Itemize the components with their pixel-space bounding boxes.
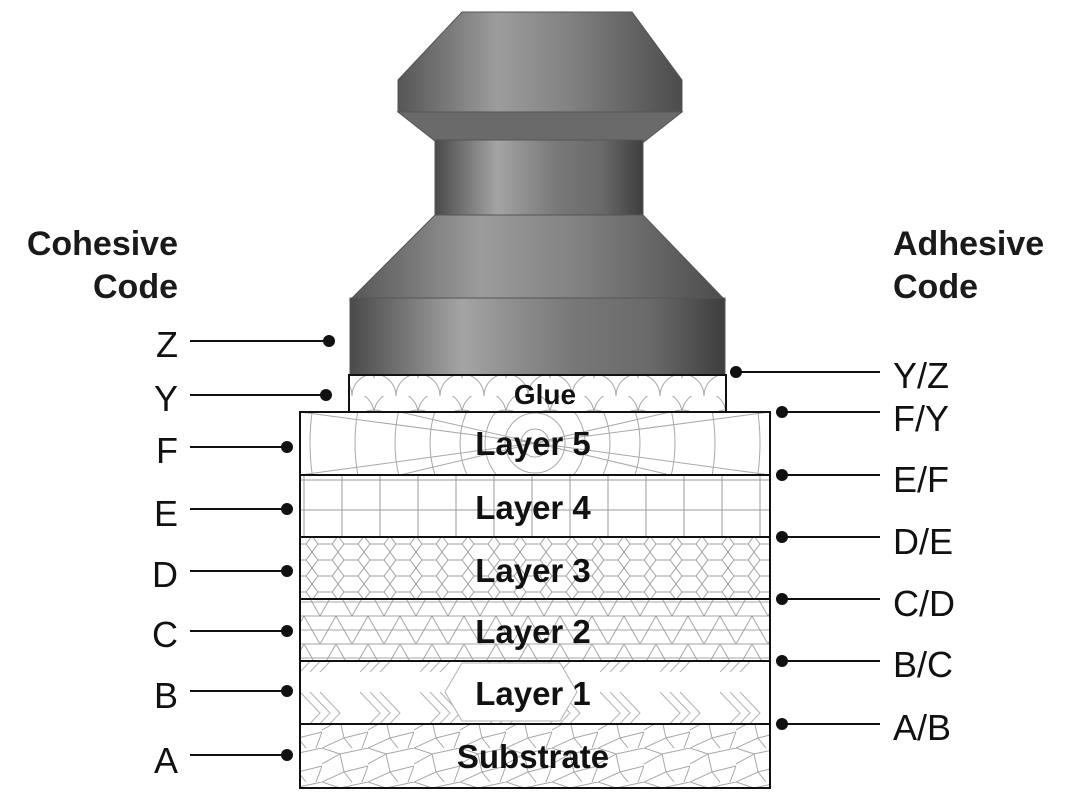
cohesive-code-c: C — [152, 614, 178, 655]
adhesive-code-e-f: E/F — [893, 459, 950, 500]
cohesive-code-y: Y — [153, 378, 178, 419]
cohesive-code-d: D — [152, 554, 178, 595]
layer-2-label: Layer 2 — [475, 613, 591, 650]
cohesive-code-f: F — [156, 430, 178, 471]
adhesive-code-y-z: Y/Z — [893, 355, 950, 396]
cohesive-code-z: Z — [156, 324, 178, 365]
layer-5: Layer 5 — [299, 411, 771, 476]
layer-1-label: Layer 1 — [475, 675, 591, 712]
layer-4: Layer 4 — [299, 474, 771, 538]
layer-3: Layer 3 — [299, 536, 771, 600]
adhesive-leaders — [730, 366, 880, 730]
adhesive-code-d-e: D/E — [893, 521, 954, 562]
substrate-layer: Substrate — [299, 723, 771, 789]
layer-1: Layer 1 — [299, 660, 771, 725]
substrate-label: Substrate — [457, 738, 609, 775]
cohesive-header-line-1: Cohesive — [26, 225, 178, 263]
cohesive-code-header: Cohesive Code — [8, 223, 178, 309]
adhesive-code-b-c: B/C — [893, 644, 954, 685]
adhesive-header-line-1: Adhesive — [893, 225, 1045, 263]
adhesive-header-line-2: Code — [893, 268, 978, 306]
pull-off-dolly — [348, 11, 727, 376]
cohesive-leaders — [190, 335, 335, 761]
layer-4-label: Layer 4 — [475, 489, 591, 526]
dolly-base — [349, 297, 726, 376]
adhesive-code-header: Adhesive Code — [893, 223, 1063, 309]
dolly-top-cone — [397, 11, 683, 113]
adhesive-code-f-y: F/Y — [893, 398, 950, 439]
dolly-base-cone — [348, 214, 727, 301]
adhesive-code-a-b: A/B — [893, 707, 952, 748]
layer-2: Layer 2 — [299, 598, 771, 662]
adhesive-code-c-d: C/D — [893, 583, 955, 624]
cohesive-code-e: E — [153, 493, 178, 534]
layer-3-label: Layer 3 — [475, 552, 591, 589]
layer-5-label: Layer 5 — [475, 425, 591, 462]
glue-label: Glue — [514, 379, 576, 410]
cohesive-header-line-2: Code — [93, 268, 178, 306]
cohesive-code-b: B — [153, 675, 178, 716]
glue-layer: Glue — [348, 374, 727, 413]
cohesive-code-a: A — [153, 740, 178, 781]
